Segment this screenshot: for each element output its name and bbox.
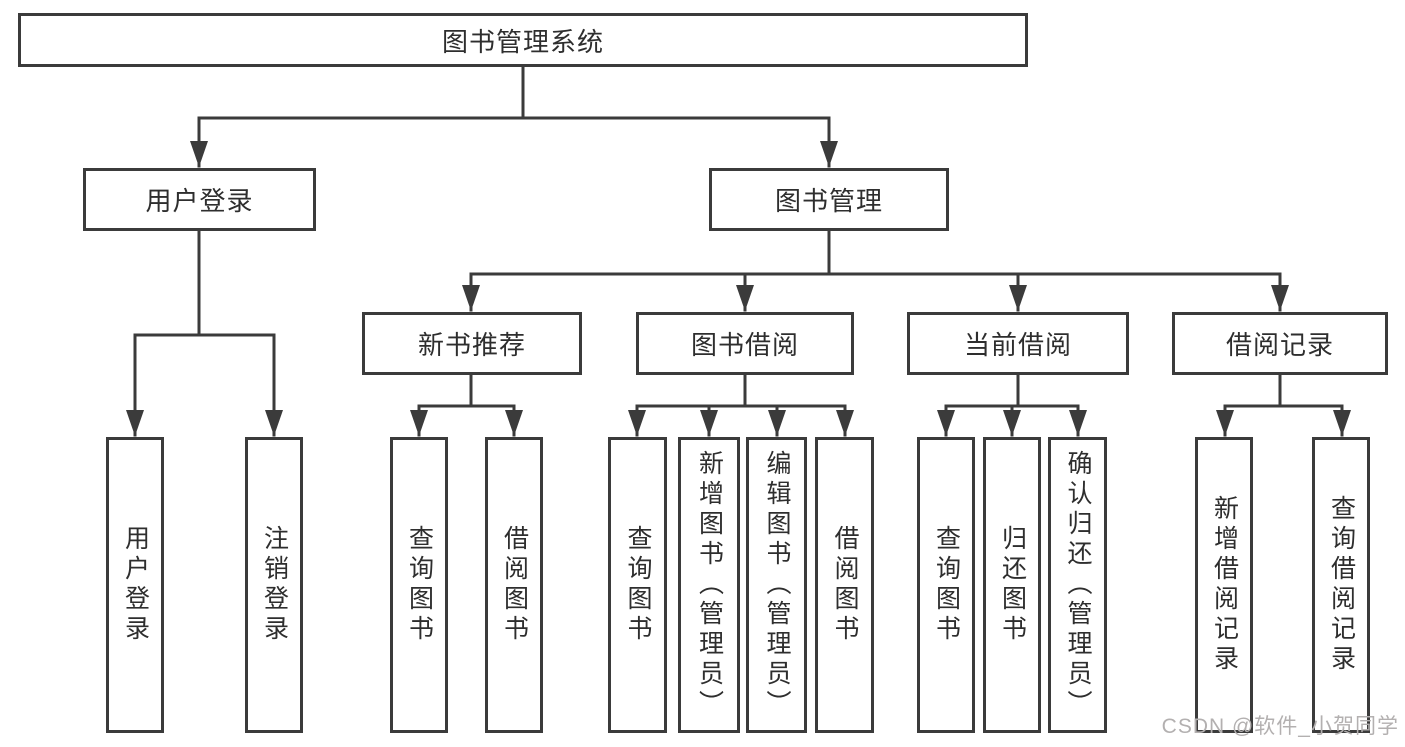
node-label: 查询图书: [932, 525, 961, 645]
node-label: 借阅图书: [500, 525, 529, 645]
leaf-confirm-return-admin: 确认归还（管理员）: [1048, 437, 1107, 733]
csdn-watermark: CSDN @软件_小贺同学: [1161, 715, 1399, 738]
node-label: 查询图书: [405, 525, 434, 645]
node-label: 查询借阅记录: [1327, 495, 1356, 675]
node-borrowing-records: 借阅记录: [1172, 312, 1388, 375]
node-book-borrowing: 图书借阅: [636, 312, 854, 375]
leaf-borrow-books-1: 借阅图书: [485, 437, 543, 733]
node-book-management: 图书管理: [709, 168, 949, 231]
leaf-query-books-2: 查询图书: [608, 437, 667, 733]
node-label: 编辑图书（管理员）: [763, 450, 791, 720]
node-label: 借阅图书: [831, 525, 859, 645]
node-label: 用户登录: [121, 525, 150, 645]
node-label: 当前借阅: [963, 330, 1072, 360]
leaf-query-books-3: 查询图书: [917, 437, 975, 733]
leaf-query-borrow-record: 查询借阅记录: [1312, 437, 1370, 733]
node-current-borrowing: 当前借阅: [907, 312, 1129, 375]
leaf-edit-books-admin: 编辑图书（管理员）: [746, 437, 807, 733]
node-label: 新增借阅记录: [1210, 495, 1239, 675]
node-label: 借阅记录: [1225, 330, 1334, 360]
node-root-library-system: 图书管理系统: [18, 13, 1028, 67]
node-label: 新增图书（管理员）: [695, 450, 724, 720]
node-label: 图书管理: [774, 186, 883, 216]
leaf-add-books-admin: 新增图书（管理员）: [678, 437, 740, 733]
node-user-login: 用户登录: [83, 168, 316, 231]
node-label: 图书借阅: [690, 330, 799, 360]
leaf-query-books-1: 查询图书: [390, 437, 448, 733]
node-label: 确认归还（管理员）: [1064, 450, 1092, 720]
node-label: 查询图书: [624, 525, 652, 645]
node-label: 新书推荐: [417, 330, 526, 360]
node-label: 注销登录: [260, 525, 289, 645]
node-label: 用户登录: [145, 186, 254, 216]
node-new-book-recommend: 新书推荐: [362, 312, 582, 375]
leaf-add-borrow-record: 新增借阅记录: [1195, 437, 1253, 733]
node-label: 归还图书: [998, 525, 1027, 645]
leaf-borrow-books-2: 借阅图书: [815, 437, 874, 733]
leaf-logout: 注销登录: [245, 437, 303, 733]
leaf-return-books: 归还图书: [983, 437, 1041, 733]
node-label: 图书管理系统: [441, 26, 604, 57]
leaf-user-login: 用户登录: [106, 437, 164, 733]
